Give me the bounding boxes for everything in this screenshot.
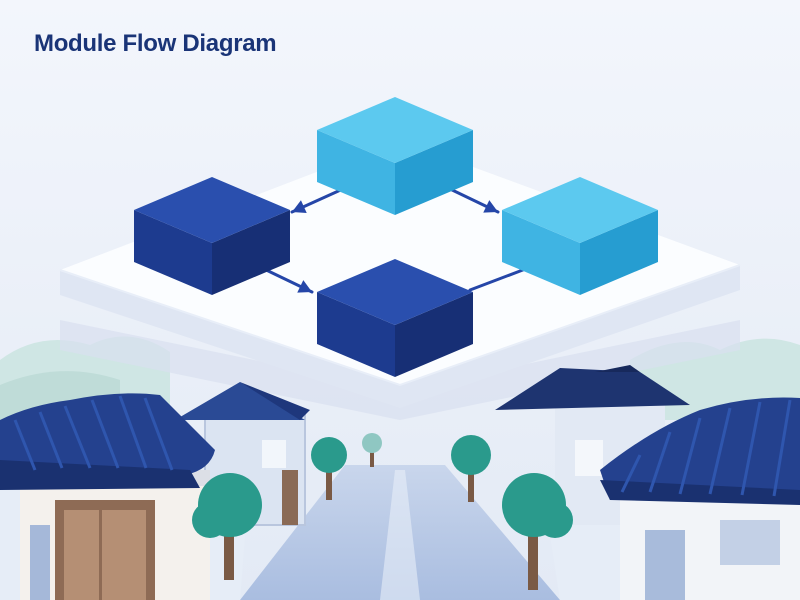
roof-right: [600, 397, 800, 500]
tree-right: [502, 473, 573, 590]
module-top-right-face: [395, 130, 473, 215]
module-right-node[interactable]: [502, 177, 658, 295]
module-bottom-right-face: [395, 292, 473, 377]
module-left-top-face: [134, 177, 290, 243]
edge-module-top-to-module-right: [446, 186, 500, 214]
house-right-back: [495, 365, 690, 525]
module-right-top-face: [502, 177, 658, 243]
house-right-front: [600, 397, 800, 600]
module-bottom-top-face: [317, 259, 473, 325]
module-top-left-face: [317, 130, 395, 215]
page-title: Module Flow Diagram: [34, 30, 277, 57]
module-top-top-face: [317, 97, 473, 163]
edge-module-bottom-to-module-right: [468, 266, 530, 292]
module-left-node[interactable]: [134, 177, 290, 295]
edge-module-top-to-module-left: [290, 186, 347, 214]
module-right-right-face: [580, 210, 658, 295]
module-bottom-left-face: [317, 292, 395, 377]
module-left-left-face: [134, 210, 212, 295]
edge-line: [468, 266, 530, 292]
arrow-head-icon: [483, 200, 498, 213]
module-top-node[interactable]: [317, 97, 473, 215]
road-center-line: [380, 470, 420, 600]
tree-far: [362, 433, 382, 467]
arrow-head-icon: [292, 200, 307, 214]
module-left-right-face: [212, 210, 290, 295]
house-left-front: [0, 393, 215, 600]
module-right-left-face: [502, 210, 580, 295]
tree-left: [192, 473, 262, 580]
arrow-head-icon: [297, 280, 312, 293]
edge-module-left-to-module-bottom: [260, 266, 314, 294]
tree-mid-right: [451, 435, 491, 502]
tree-mid-left: [311, 437, 347, 500]
module-bottom-node[interactable]: [317, 259, 473, 377]
